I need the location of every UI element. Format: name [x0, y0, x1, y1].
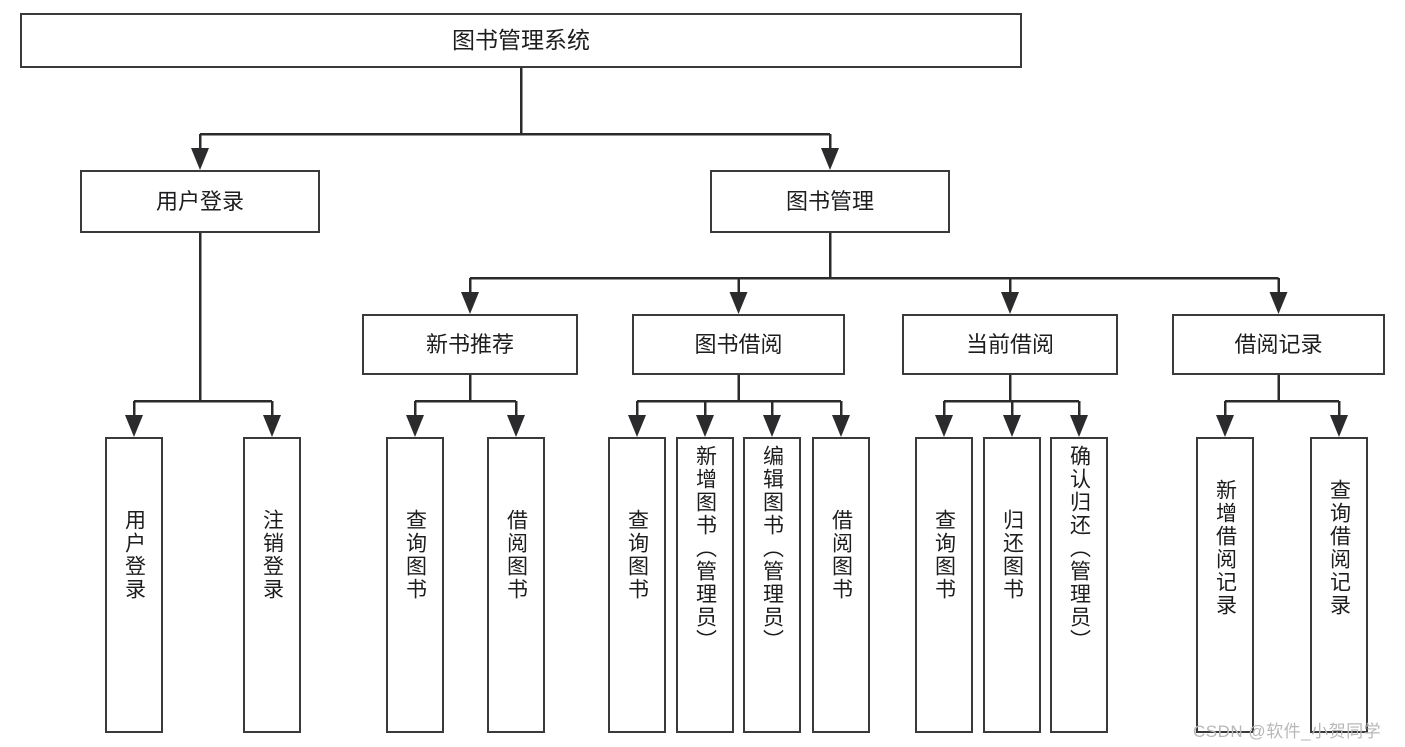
node-leaf-user-login[interactable]: 用户登录 — [105, 437, 163, 733]
node-label-leaf-return-book: 归还图书 — [1000, 509, 1024, 601]
node-label-leaf-add-borrow-rec: 新增借阅记录 — [1213, 479, 1237, 617]
node-label-current-borrow: 当前借阅 — [965, 331, 1054, 357]
node-new-book-rec[interactable]: 新书推荐 — [362, 314, 578, 375]
node-root[interactable]: 图书管理系统 — [20, 13, 1022, 68]
node-label-user-login: 用户登录 — [155, 188, 244, 214]
node-leaf-query-book-bb[interactable]: 查询图书 — [608, 437, 666, 733]
node-leaf-user-logout[interactable]: 注销登录 — [243, 437, 301, 733]
node-leaf-query-book-rec[interactable]: 查询图书 — [386, 437, 444, 733]
node-label-leaf-query-book-bb: 查询图书 — [625, 509, 649, 601]
node-label-leaf-add-book-admin: 新增图书（管理员） — [693, 445, 717, 652]
arrowhead-leaf-borrow-book-bb — [832, 415, 850, 437]
arrowhead-new-book-rec — [461, 292, 479, 314]
node-label-leaf-query-borrow-rec: 查询借阅记录 — [1327, 479, 1351, 617]
node-label-leaf-borrow-book-bb: 借阅图书 — [829, 509, 853, 601]
arrowhead-current-borrow — [1001, 292, 1019, 314]
node-label-book-borrow: 图书借阅 — [694, 331, 783, 357]
node-borrow-record[interactable]: 借阅记录 — [1172, 314, 1385, 375]
node-leaf-add-book-admin[interactable]: 新增图书（管理员） — [676, 437, 734, 733]
arrowhead-leaf-query-book-cb — [935, 415, 953, 437]
csdn-watermark: CSDN @软件_小贺同学 — [1193, 722, 1382, 741]
arrowhead-leaf-edit-book-admin — [763, 415, 781, 437]
arrowhead-book-borrow — [729, 292, 748, 314]
arrowhead-borrow-record — [1269, 292, 1288, 314]
arrowhead-leaf-add-book-admin — [696, 415, 714, 437]
node-label-leaf-query-book-rec: 查询图书 — [403, 509, 427, 601]
node-label-leaf-borrow-book-rec: 借阅图书 — [504, 509, 528, 601]
arrowhead-leaf-confirm-return — [1070, 415, 1088, 437]
node-current-borrow[interactable]: 当前借阅 — [902, 314, 1118, 375]
node-leaf-confirm-return[interactable]: 确认归还（管理员） — [1050, 437, 1108, 733]
node-user-login[interactable]: 用户登录 — [80, 170, 320, 233]
node-leaf-query-borrow-rec[interactable]: 查询借阅记录 — [1310, 437, 1368, 733]
arrowhead-leaf-query-book-bb — [628, 415, 646, 437]
arrowhead-leaf-user-login — [125, 415, 143, 437]
node-leaf-borrow-book-bb[interactable]: 借阅图书 — [812, 437, 870, 733]
node-leaf-return-book[interactable]: 归还图书 — [983, 437, 1041, 733]
node-label-leaf-query-book-cb: 查询图书 — [932, 509, 956, 601]
node-book-manage[interactable]: 图书管理 — [710, 170, 950, 233]
arrowhead-leaf-return-book — [1003, 415, 1021, 437]
arrowhead-user-login — [191, 148, 209, 170]
arrowhead-leaf-query-book-rec — [406, 415, 424, 437]
node-leaf-add-borrow-rec[interactable]: 新增借阅记录 — [1196, 437, 1254, 733]
arrowhead-leaf-add-borrow-rec — [1216, 415, 1234, 437]
arrowhead-leaf-user-logout — [263, 415, 281, 437]
node-label-new-book-rec: 新书推荐 — [425, 331, 514, 357]
node-label-borrow-record: 借阅记录 — [1234, 331, 1323, 357]
node-label-leaf-user-logout: 注销登录 — [260, 509, 284, 601]
arrowhead-book-manage — [821, 148, 839, 170]
node-leaf-edit-book-admin[interactable]: 编辑图书（管理员） — [743, 437, 801, 733]
node-label-leaf-edit-book-admin: 编辑图书（管理员） — [760, 445, 784, 652]
node-label-leaf-user-login: 用户登录 — [122, 509, 146, 601]
node-label-leaf-confirm-return: 确认归还（管理员） — [1067, 445, 1091, 652]
arrowhead-leaf-query-borrow-rec — [1330, 415, 1348, 437]
node-label-book-manage: 图书管理 — [785, 188, 874, 214]
node-leaf-query-book-cb[interactable]: 查询图书 — [915, 437, 973, 733]
node-book-borrow[interactable]: 图书借阅 — [632, 314, 845, 375]
arrowhead-leaf-borrow-book-rec — [507, 415, 525, 437]
node-label-root: 图书管理系统 — [452, 27, 590, 54]
node-leaf-borrow-book-rec[interactable]: 借阅图书 — [487, 437, 545, 733]
